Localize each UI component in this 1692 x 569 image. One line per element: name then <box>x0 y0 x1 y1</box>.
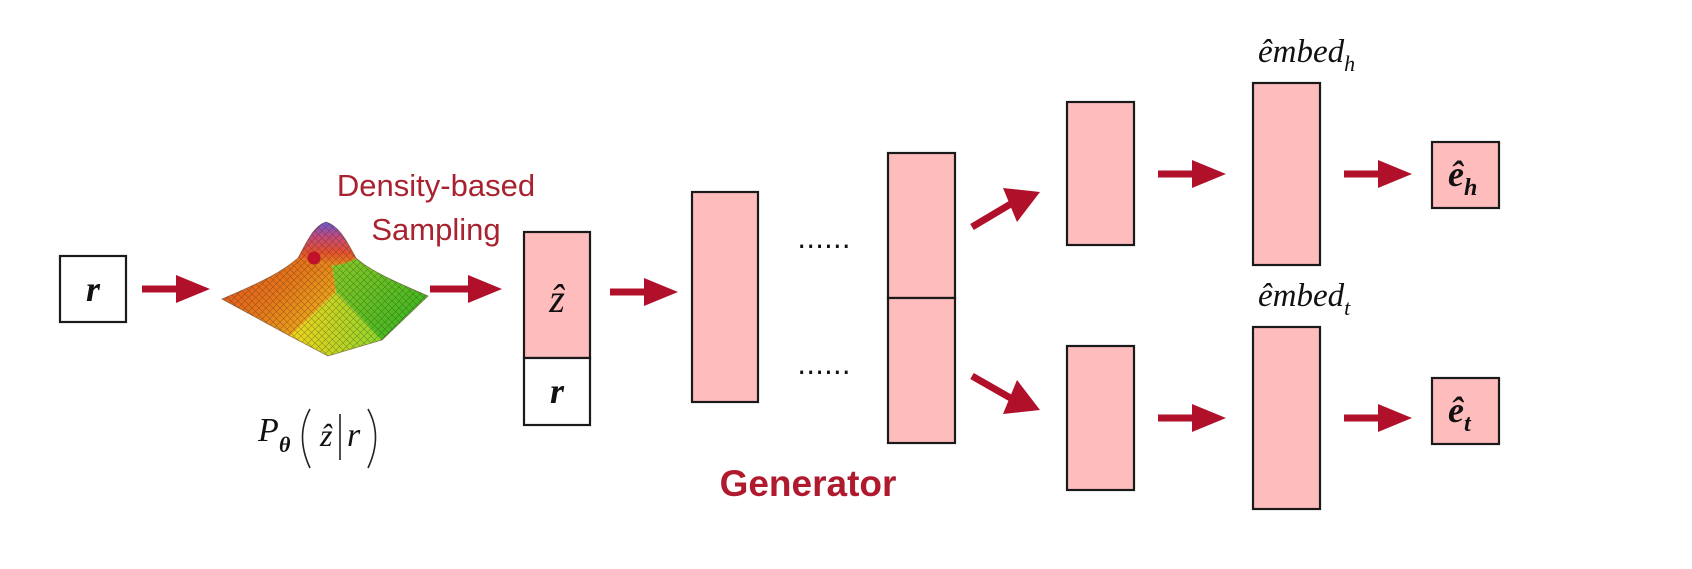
tail-hidden-layer <box>1065 344 1136 492</box>
formula-P: P <box>257 412 279 449</box>
formula-left-paren <box>301 408 311 469</box>
arrow-sampling-to-latent <box>430 275 502 303</box>
head-embed-label: êmbedh <box>1258 34 1355 76</box>
head-output-box <box>1430 140 1501 210</box>
density-surface-plot <box>221 221 429 357</box>
head-hidden-layer <box>1065 100 1136 247</box>
input-r-box: r <box>58 254 128 324</box>
head-embed-layer <box>1251 81 1322 267</box>
formula-r: r <box>347 417 361 454</box>
sampling-title-line1: Density-based <box>337 168 535 203</box>
tail-embed-label: êmbedt <box>1258 278 1351 320</box>
density-formula: P θ ẑ r <box>257 408 377 469</box>
generator-label: Generator <box>720 463 897 504</box>
arrow-to-tail-branch <box>970 372 1040 414</box>
arrow-input-to-sampling <box>142 275 210 303</box>
latent-stack: ẑ r <box>522 230 592 427</box>
sampling-title-line2: Sampling <box>371 212 500 247</box>
sample-point <box>307 251 321 265</box>
latent-r-label: r <box>550 371 565 411</box>
tail-output-box <box>1430 376 1501 446</box>
generator-block: ...... ...... Generator <box>690 151 957 504</box>
generator-layer-1 <box>690 190 760 404</box>
generator-dots-bottom: ...... <box>797 348 850 381</box>
formula-z: ẑ <box>319 417 333 453</box>
tail-embed-layer <box>1251 325 1322 511</box>
arrow-latent-to-generator <box>610 278 678 306</box>
formula-theta: θ <box>279 432 291 457</box>
tail-output-label: êt <box>1448 390 1472 437</box>
input-r-label: r <box>86 269 101 309</box>
head-branch: êmbedh êh <box>1065 34 1501 267</box>
tail-branch: êmbedt êt <box>1065 278 1501 511</box>
generator-dots-top: ...... <box>797 222 850 255</box>
formula-right-paren <box>367 408 377 469</box>
arrow-to-head-branch <box>970 188 1040 231</box>
head-output-label: êh <box>1448 154 1477 201</box>
latent-r-box <box>522 356 592 427</box>
generator-last-layer-tail <box>886 296 957 445</box>
latent-z-label: ẑ <box>548 276 565 321</box>
latent-z-box <box>522 230 592 360</box>
generator-last-layer-head <box>886 151 957 300</box>
